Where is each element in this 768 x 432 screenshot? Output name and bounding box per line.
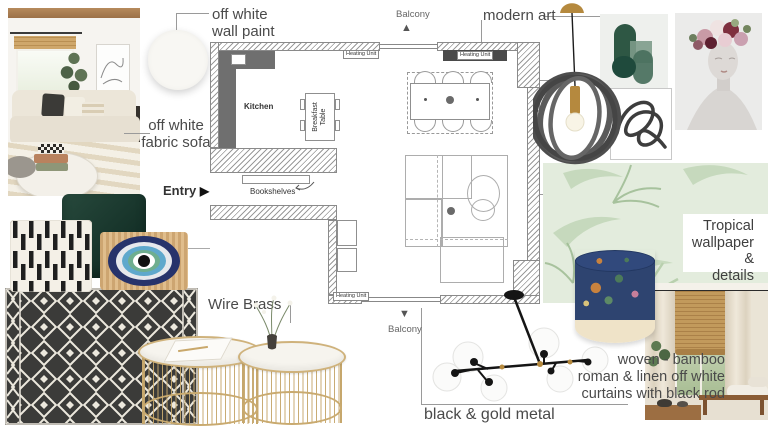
wall-entry-stub — [210, 205, 337, 220]
bamboo-roman-shade — [675, 291, 727, 351]
balcony-top-label: Balcony — [396, 9, 430, 20]
heating-unit-bottom: Heating Unit — [333, 292, 370, 301]
wire-table-right-top — [238, 341, 346, 373]
bench-leg-1 — [703, 400, 707, 415]
entry-text: Entry — [163, 183, 197, 198]
entry-arrow-icon: ▶ — [199, 184, 210, 198]
black-gold-label: black & gold metal — [424, 406, 555, 423]
wall-art-frame — [96, 44, 130, 94]
modern-art-label: modern art — [483, 7, 556, 24]
pouf-band — [575, 320, 655, 343]
sofa-seat — [10, 116, 140, 144]
leader-wallpaint-v — [176, 13, 177, 30]
wood-table — [645, 405, 701, 420]
wall-paint-label: off white wall paint — [212, 6, 275, 40]
heating-unit-top-left: Heating Unit — [343, 50, 380, 59]
balcony-bottom-label: Balcony — [388, 324, 422, 335]
wall-kitchen-lower — [210, 148, 337, 173]
book-stack-2 — [36, 163, 68, 171]
leader-wallpaint-h — [176, 13, 209, 14]
wire-table-left — [138, 336, 262, 426]
bookshelves-box — [242, 175, 310, 184]
heating-unit-top-right: Heating Unit — [457, 51, 494, 60]
wire-table-right-bottom — [242, 391, 342, 425]
flower-woman-art — [675, 13, 762, 130]
window-bamboo-valance — [14, 36, 76, 49]
bookshelves-label: Bookshelves — [250, 187, 296, 196]
balcony-door-bottom — [362, 297, 440, 302]
black-gold-chandelier — [432, 290, 609, 402]
vase-with-sprigs — [253, 295, 293, 350]
green-abstract-art — [600, 14, 668, 88]
evil-eye-pillow — [100, 232, 188, 290]
bench-cushion — [727, 385, 768, 398]
wall-bottom-right — [440, 295, 540, 304]
bt-chair-3 — [335, 99, 340, 110]
bt-chair-1 — [300, 99, 305, 110]
leader-modernart-v — [481, 20, 482, 51]
bench-frame — [699, 395, 768, 400]
tropical-label: Tropical wallpaper & details — [691, 218, 754, 284]
breakfast-table-label: Breakfast Table — [312, 102, 327, 132]
bt-chair-4 — [335, 120, 340, 131]
entry-label: Entry ▶ — [163, 183, 209, 198]
leader-modernart-h — [543, 16, 603, 17]
sofa-pillow-striped — [82, 102, 104, 119]
wall-left — [210, 42, 219, 148]
living-rect-1 — [405, 155, 472, 199]
sofa-pillow-white — [65, 97, 85, 117]
leader-chandelier-v — [421, 308, 422, 405]
wood-beam — [8, 8, 140, 18]
tropical-label-box: Tropical wallpaper & details — [683, 214, 768, 284]
bench-leg-2 — [760, 400, 764, 415]
living-dash-v — [437, 155, 438, 247]
curtain-rod — [10, 32, 82, 34]
sofa-pillow-dark — [41, 93, 65, 118]
leader-chandelier-h — [421, 404, 628, 405]
checker-tray — [38, 144, 64, 153]
curtains-label: woven - bamboo roman & linen off white c… — [577, 352, 725, 402]
wall-living-left — [328, 220, 337, 295]
bw-pattern-pillow — [9, 219, 93, 293]
breakfast-table — [305, 93, 335, 141]
stone-bowl — [8, 156, 36, 178]
pouf-top — [575, 250, 655, 272]
bench-bolster — [748, 377, 768, 387]
eye-pupil — [138, 255, 150, 267]
balcony-door-top — [380, 44, 437, 49]
bt-chair-2 — [300, 120, 305, 131]
bookshelves-arrow — [295, 181, 315, 191]
floor-plan: Kitchen Breakfast Table Bookshelves He — [210, 42, 540, 304]
living-room-photo — [8, 8, 140, 196]
tv-unit-1 — [337, 220, 357, 246]
wall-paint-swatch — [148, 30, 208, 90]
balcony-arrow-up-icon: ▲ — [401, 22, 412, 34]
wire-table-right — [238, 341, 346, 425]
leader-sofa — [124, 133, 150, 134]
living-circle-2 — [471, 199, 495, 221]
kitchen-sink — [231, 54, 246, 65]
kitchen-label: Kitchen — [244, 102, 274, 111]
balcony-arrow-down-icon: ▼ — [399, 308, 410, 320]
wall-art-sketch — [100, 57, 124, 85]
pendant-light — [533, 3, 622, 165]
tv-unit-2 — [337, 248, 357, 272]
tropical-pouf — [575, 250, 655, 343]
dining-dot-2 — [476, 98, 479, 101]
bowl-small — [677, 401, 688, 407]
living-rect-2 — [442, 155, 508, 247]
scribble-art — [610, 88, 672, 160]
dining-leader-dot — [446, 96, 454, 104]
living-rect-3 — [405, 199, 442, 247]
dining-dot-1 — [424, 98, 427, 101]
bowl-dark — [657, 399, 672, 407]
sofa-leader-dot — [447, 207, 455, 215]
kitchen-counter-side — [219, 51, 236, 148]
fabric-sofa-label: off white fabric sofa — [141, 117, 211, 151]
wire-brass-label: Wire Brass — [208, 296, 282, 313]
book-stack — [34, 154, 68, 163]
living-rect-4 — [440, 237, 504, 283]
living-dash-h — [405, 239, 508, 240]
shade-roll — [675, 349, 727, 355]
